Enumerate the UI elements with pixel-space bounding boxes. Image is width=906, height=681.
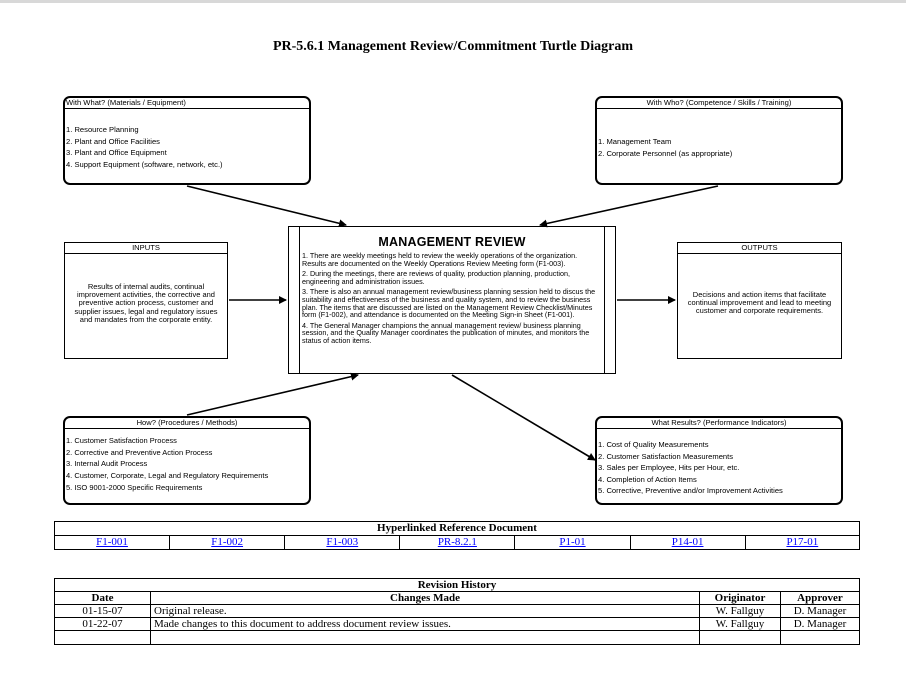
- table-row: 01-22-07 Made changes to this document t…: [54, 617, 860, 631]
- arrow-with-what-to-review: [186, 185, 347, 228]
- row-date: [54, 630, 151, 645]
- list-item: 3. Internal Audit Process: [66, 459, 148, 468]
- row-approver: D. Manager: [780, 617, 860, 631]
- what-results-box: What Results? (Performance Indicators) 1…: [595, 416, 843, 505]
- row-originator: [699, 630, 781, 645]
- top-border: [0, 0, 906, 3]
- outputs-box: OUTPUTS Decisions and action items that …: [677, 242, 842, 359]
- reference-link-pr-8-2-1[interactable]: PR-8.2.1: [437, 536, 477, 548]
- what-results-list: 1. Cost of Quality Measurements 2. Custo…: [597, 439, 841, 497]
- reference-link-p17-01[interactable]: P17-01: [786, 536, 819, 548]
- arrow-review-to-results: [451, 374, 596, 461]
- how-box: How? (Procedures / Methods) 1. Customer …: [63, 416, 311, 505]
- with-what-heading: With What? (Materials / Equipment): [65, 98, 309, 109]
- reference-link-f1-001[interactable]: F1-001: [96, 536, 128, 548]
- row-date: 01-22-07: [54, 617, 151, 631]
- list-item: 4. Customer, Corporate, Legal and Regula…: [66, 470, 269, 480]
- outputs-body: Decisions and action items that facilita…: [687, 290, 832, 316]
- table-row: [54, 630, 860, 645]
- list-item: 5. Corrective, Preventive and/or Improve…: [598, 486, 783, 495]
- list-item: 1. Resource Planning: [66, 125, 139, 134]
- revision-table: Revision History Date Changes Made Origi…: [54, 578, 860, 645]
- list-item: 1. Customer Satisfaction Process: [66, 436, 177, 445]
- inputs-heading: INPUTS: [65, 243, 227, 254]
- with-who-list: 1. Management Team 2. Corporate Personne…: [597, 136, 841, 159]
- management-review-paragraph: 1. There are weekly meetings held to rev…: [302, 251, 578, 268]
- with-what-box: With What? (Materials / Equipment) 1. Re…: [63, 96, 311, 185]
- list-item: 4. Support Equipment (software, network,…: [66, 159, 223, 169]
- management-review-title: MANAGEMENT REVIEW: [378, 235, 526, 249]
- row-originator: W. Fallguy: [699, 604, 781, 618]
- management-review-box: MANAGEMENT REVIEW 1. There are weekly me…: [288, 226, 616, 374]
- right-rail: [604, 227, 615, 373]
- list-item: 1. Management Team: [598, 137, 672, 146]
- inputs-box: INPUTS Results of internal audits, conti…: [64, 242, 228, 359]
- reference-link-f1-002[interactable]: F1-002: [211, 536, 244, 548]
- row-approver: D. Manager: [780, 604, 860, 618]
- left-rail: [289, 227, 300, 373]
- row-date: 01-15-07: [54, 604, 151, 618]
- list-item: 2. Plant and Office Facilities: [66, 136, 160, 146]
- reference-link-p14-01[interactable]: P14-01: [671, 536, 704, 548]
- reference-link-p1-01[interactable]: P1-01: [559, 536, 586, 548]
- reference-link-f1-003[interactable]: F1-003: [326, 536, 359, 548]
- with-what-list: 1. Resource Planning 2. Plant and Office…: [65, 124, 309, 170]
- what-results-heading: What Results? (Performance Indicators): [597, 418, 841, 429]
- inputs-body: Results of internal audits, continual im…: [74, 282, 218, 324]
- page-title: PR-5.6.1 Management Review/Commitment Tu…: [272, 39, 634, 54]
- how-list: 1. Customer Satisfaction Process 2. Corr…: [65, 435, 309, 493]
- list-item: 3. Plant and Office Equipment: [66, 148, 167, 157]
- management-review-paragraph: 3. There is also an annual management re…: [302, 287, 596, 320]
- reference-links-row: F1-001 F1-002 F1-003 PR-8.2.1 P1-01 P14-…: [53, 535, 861, 550]
- revision-header-row: Date Changes Made Originator Approver: [54, 591, 860, 605]
- management-review-paragraph: 4. The General Manager champions the ann…: [302, 320, 590, 345]
- list-item: 4. Completion of Action Items: [598, 474, 697, 484]
- arrow-how-to-review: [186, 372, 359, 416]
- col-date: Date: [54, 591, 151, 605]
- col-originator: Originator: [699, 591, 781, 605]
- management-review-paragraph: 2. During the meetings, there are review…: [302, 269, 570, 286]
- list-item: 1. Cost of Quality Measurements: [598, 440, 709, 449]
- table-row: 01-15-07 Original release. W. Fallguy D.…: [54, 604, 860, 618]
- how-heading: How? (Procedures / Methods): [65, 418, 309, 429]
- list-item: 3. Sales per Employee, Hits per Hour, et…: [598, 463, 740, 472]
- row-changes: [150, 630, 700, 645]
- row-changes: Original release.: [150, 604, 700, 618]
- col-approver: Approver: [780, 591, 860, 605]
- reference-heading: Hyperlinked Reference Document: [54, 521, 860, 536]
- list-item: 2. Corrective and Preventive Action Proc…: [66, 447, 213, 457]
- reference-table: Hyperlinked Reference Document F1-001 F1…: [53, 521, 861, 550]
- list-item: 2. Corporate Personnel (as appropriate): [598, 148, 733, 158]
- revision-heading: Revision History: [54, 578, 860, 592]
- with-who-heading: With Who? (Competence / Skills / Trainin…: [597, 98, 841, 109]
- row-originator: W. Fallguy: [699, 617, 781, 631]
- list-item: 2. Customer Satisfaction Measurements: [598, 451, 734, 461]
- arrow-with-who-to-review: [539, 185, 719, 228]
- with-who-box: With Who? (Competence / Skills / Trainin…: [595, 96, 843, 185]
- col-changes: Changes Made: [150, 591, 700, 605]
- list-item: 5. ISO 9001-2000 Specific Requirements: [66, 482, 203, 492]
- row-changes: Made changes to this document to address…: [150, 617, 700, 631]
- row-approver: [780, 630, 860, 645]
- outputs-heading: OUTPUTS: [678, 243, 841, 254]
